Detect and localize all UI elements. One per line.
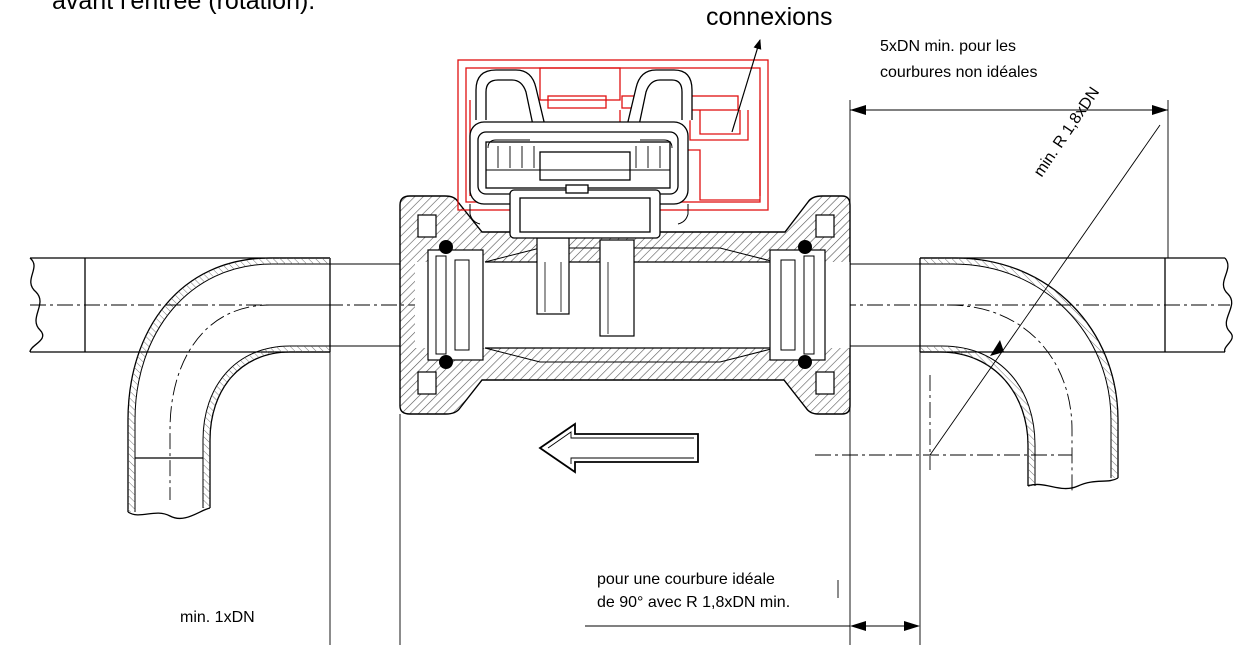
ideal-bend-label-line2: de 90° avec R 1,8xDN min. <box>597 594 791 611</box>
intro-text: avant l'entrée (rotation). <box>52 0 316 15</box>
right-outlet-pipe <box>848 257 1233 490</box>
connections-label: connexions <box>706 3 833 31</box>
non-ideal-bend-label-line2: courbures non idéales <box>880 64 1038 81</box>
flowmeter-body <box>399 195 851 415</box>
ideal-bend-label-line1: pour une courbure idéale <box>597 571 775 588</box>
flow-direction-arrow <box>538 422 699 474</box>
o-ring-seal <box>798 355 812 369</box>
non-ideal-bend-label-line1: 5xDN min. pour les <box>880 38 1017 55</box>
min-1xdn-label: min. 1xDN <box>180 609 255 626</box>
left-inlet-pipe <box>29 257 400 520</box>
dimension-arrowheads <box>850 105 1168 631</box>
o-ring-seal <box>798 240 812 254</box>
o-ring-seal <box>439 240 453 254</box>
electronics-housing <box>457 59 769 239</box>
o-ring-seal <box>439 355 453 369</box>
